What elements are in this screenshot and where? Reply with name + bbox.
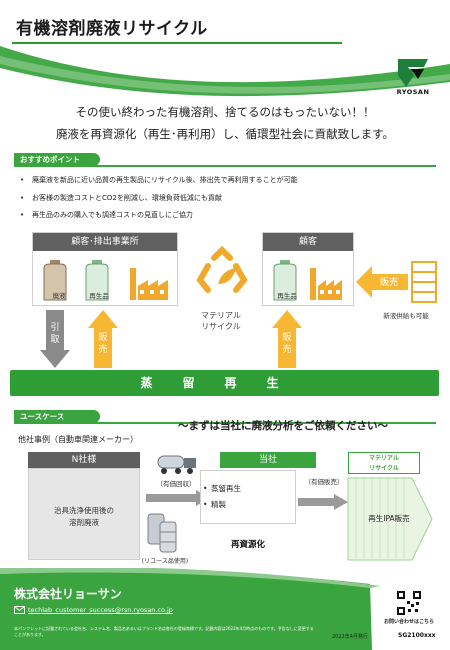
sell-arrow-left-label: 販 売 [98, 333, 108, 355]
regeneration-label: 再資源化 [230, 540, 265, 550]
arrow-to-company-icon [146, 490, 210, 506]
customer-discharge-title: 顧客･排出事業所 [33, 233, 177, 251]
footer-swoosh [0, 568, 380, 650]
material-recycle-label: マテリアル リサイクル [201, 311, 241, 331]
case-example: 他社事例（自動車関連メーカー） [18, 435, 138, 444]
recycle-icon [196, 246, 248, 293]
title-underline [12, 42, 342, 44]
our-company-box: 蒸留再生 精製 [200, 470, 296, 524]
usecase-rule [14, 422, 436, 424]
recycled-bottle-icon [85, 260, 109, 301]
sell-arrow-right-icon [272, 310, 302, 368]
sell-arrow-right-label: 販 売 [282, 333, 292, 355]
logo-text: RYOSAN [396, 88, 430, 96]
recycled-bottle-icon [273, 260, 297, 301]
collect-arrow-icon [40, 310, 70, 368]
material-recycle-tag: マテリアル リサイクル [348, 452, 420, 474]
recycled-label-left: 再生品 [89, 292, 109, 300]
recycled-label-right: 再生品 [277, 292, 297, 300]
our-item: 精製 [201, 497, 295, 513]
fine-print: 本パンフレットに記載されている会社名、システム名、製品名あるいはブランド名は各社… [14, 626, 314, 637]
side-sell-label: 販売 [379, 278, 398, 288]
factory-icon [310, 268, 342, 300]
waste-bottle-icon [43, 260, 67, 301]
company-name: 株式会社リョーサン [14, 587, 122, 601]
ryosan-logo-icon [398, 59, 428, 87]
our-company-title: 当社 [220, 452, 316, 468]
collect-arrow-label: 引 取 [50, 323, 60, 345]
inquiry-label: お問い合わせはこちら [383, 619, 434, 625]
paid-sale-note: （有価販売） [304, 478, 344, 486]
page-title: 有機溶剤廃液リサイクル [16, 19, 208, 39]
usecase-label: ユースケース [14, 410, 100, 423]
document-code: SG2100xxx [398, 632, 436, 639]
analysis-request: 〜まずは当社に廃液分析をご依頼ください〜 [178, 420, 388, 432]
point-item: 再生品のみの購入でも調達コストの見直しにご協力 [20, 207, 440, 225]
qr-code-icon[interactable] [396, 590, 422, 616]
header-swoosh [0, 46, 450, 97]
paid-collect-note: （有価回収） [156, 480, 196, 488]
new-supply-note: 新液供給も可能 [383, 312, 429, 320]
tagline-2: 廃液を再資源化（再生･再利用）し、循環型社会に貢献致します。 [55, 127, 395, 141]
recommend-rule [14, 165, 436, 167]
drums-icon [147, 513, 177, 553]
n-company-title: N社様 [28, 452, 140, 468]
sell-arrow-left-icon [88, 310, 118, 368]
side-sell-arrow-icon [356, 266, 408, 298]
reuse-note: (リユース品使用) [141, 558, 189, 565]
distillation-bar: 蒸留再生 [10, 370, 439, 396]
ipa-sale-arrow-icon [347, 477, 433, 561]
drum-stack-icon [411, 261, 437, 303]
mail-icon [14, 606, 25, 614]
point-item: お客様の製造コストとCO2を削減し、環境負荷低減にも貢献 [20, 190, 440, 208]
arrow-to-sale-icon [298, 494, 348, 510]
n-company-waste: 治具洗浄使用後の 溶剤廃液 [54, 506, 114, 527]
left-box-icons [43, 260, 168, 301]
ipa-sale-label: 再生IPA販売 [368, 514, 410, 523]
waste-label: 廃液 [52, 292, 66, 300]
issue-date: 2022年4月発行 [332, 634, 368, 640]
tagline-1: その使い終わった有機溶剤、捨てるのはもったいない！！ [75, 105, 375, 119]
factory-icon [130, 268, 168, 300]
tanker-truck-icon [157, 455, 196, 474]
recommend-label: おすすめポイント [14, 153, 100, 166]
right-box-icons [273, 260, 342, 301]
recommend-points: 廃棄液を新品に近い品質の再生製品にリサイクル後、排出先で再利用することが可能 お… [20, 172, 440, 225]
customer-title: 顧客 [263, 233, 353, 251]
point-item: 廃棄液を新品に近い品質の再生製品にリサイクル後、排出先で再利用することが可能 [20, 172, 440, 190]
contact-email-link[interactable]: techlab_customer_success@rsn.ryosan.co.j… [28, 606, 173, 614]
our-item: 蒸留再生 [201, 481, 295, 497]
n-company-box [28, 468, 140, 560]
